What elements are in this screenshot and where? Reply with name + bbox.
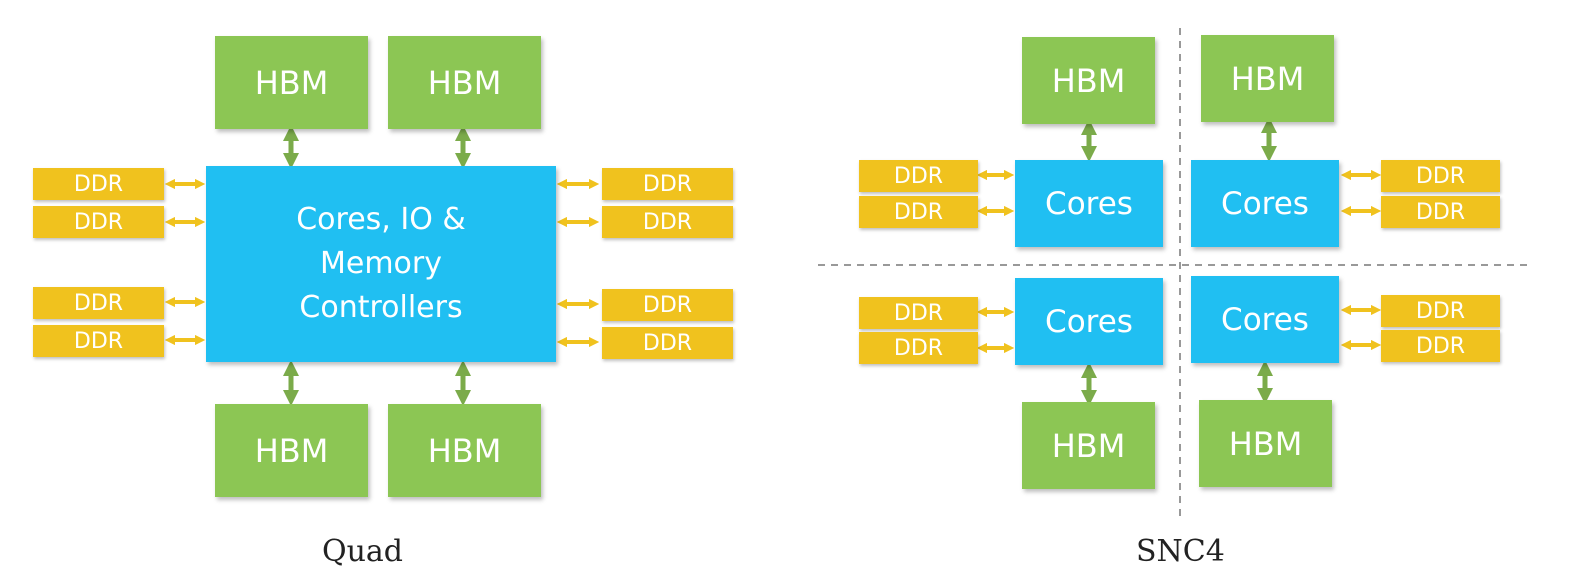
snc4-ddr-left: DDR — [859, 332, 978, 364]
snc4-caption: SNC4 — [1136, 534, 1225, 569]
snc4-ddr-right: DDR — [1381, 330, 1500, 362]
snc4-hbm-bottom-right: HBM — [1199, 400, 1332, 487]
snc4-hbm-bottom-left: HBM — [1022, 402, 1155, 489]
snc4-hbm-top-left: HBM — [1022, 37, 1155, 124]
quad-ddr-left: DDR — [33, 287, 164, 319]
quad-ddr-right: DDR — [602, 289, 733, 321]
snc4-ddr-left: DDR — [859, 297, 978, 329]
snc4-ddr-right: DDR — [1381, 196, 1500, 228]
quad-hbm-bottom-right: HBM — [388, 404, 541, 497]
snc4-hbm-top-right: HBM — [1201, 35, 1334, 122]
snc4-ddr-right: DDR — [1381, 160, 1500, 192]
snc4-ddr-left: DDR — [859, 160, 978, 192]
quad-ddr-right: DDR — [602, 327, 733, 359]
quad-core-label: Cores, IO & Memory Controllers — [296, 202, 466, 325]
quad-ddr-left: DDR — [33, 206, 164, 238]
snc4-ddr-left: DDR — [859, 196, 978, 228]
quad-hbm-top-right: HBM — [388, 36, 541, 129]
quad-core-block: Cores, IO & Memory Controllers — [206, 166, 556, 362]
snc4-ddr-right: DDR — [1381, 295, 1500, 327]
quad-ddr-right: DDR — [602, 168, 733, 200]
quad-ddr-left: DDR — [33, 325, 164, 357]
quad-caption: Quad — [322, 534, 404, 569]
snc4-cores-bottom-right: Cores — [1191, 276, 1339, 363]
quad-ddr-right: DDR — [602, 206, 733, 238]
snc4-cores-top-right: Cores — [1191, 160, 1339, 247]
quad-hbm-top-left: HBM — [215, 36, 368, 129]
snc4-cores-top-left: Cores — [1015, 160, 1163, 247]
quad-ddr-left: DDR — [33, 168, 164, 200]
snc4-cores-bottom-left: Cores — [1015, 278, 1163, 365]
quad-hbm-bottom-left: HBM — [215, 404, 368, 497]
